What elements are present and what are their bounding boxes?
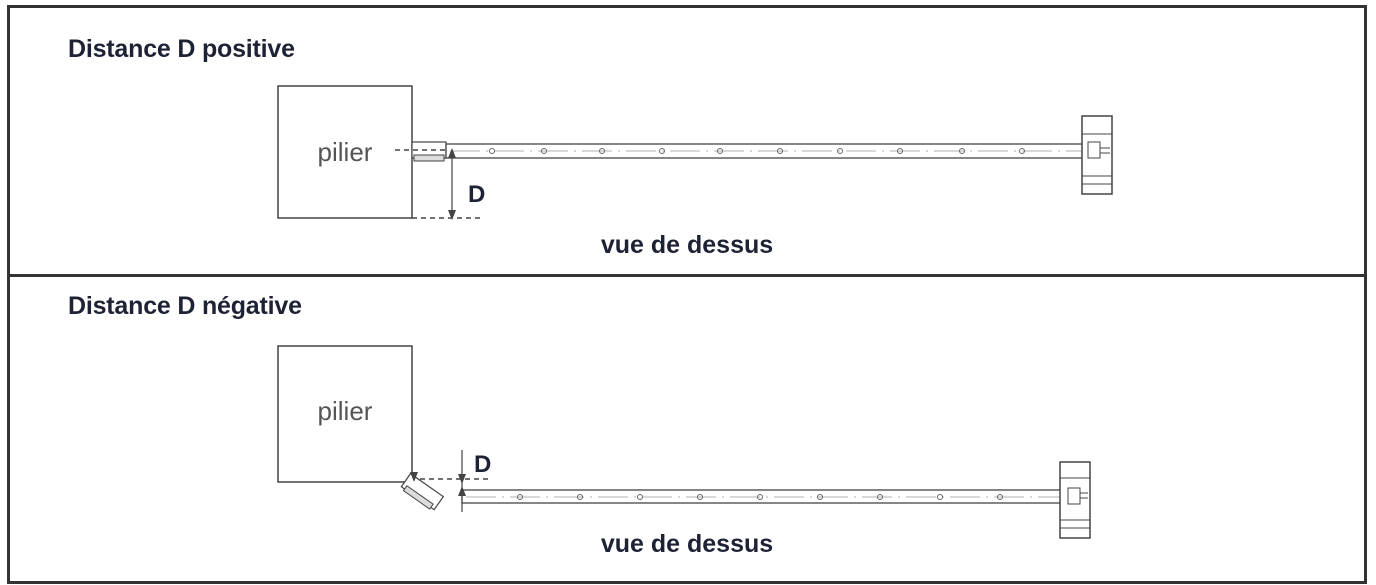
pillar-positive (277, 85, 413, 219)
gate-arm-negative (461, 489, 1081, 504)
pillar-negative (277, 345, 413, 483)
view-label-negative: vue de dessus (601, 530, 773, 558)
panel-title-negative: Distance D négative (68, 292, 302, 320)
arm-holes-positive (489, 148, 1025, 154)
dimension-label-positive: D (468, 181, 485, 208)
diagram-negative: pilier (277, 345, 1091, 558)
diagram-positive: pilier (277, 85, 1113, 259)
panel-negative: Distance D négative pilier (7, 272, 1367, 584)
hinge-plate-positive (413, 154, 445, 162)
panel-positive: Distance D positive pilier (7, 5, 1367, 277)
hinge-bracket-negative (400, 472, 445, 511)
arm-holes-negative (517, 494, 1003, 500)
dimension-label-negative: D (474, 451, 491, 478)
view-label-positive: vue de dessus (601, 231, 773, 259)
panel-title-positive: Distance D positive (68, 35, 295, 63)
pillar-label-negative: pilier (318, 396, 373, 426)
pillar-label-positive: pilier (318, 137, 373, 167)
